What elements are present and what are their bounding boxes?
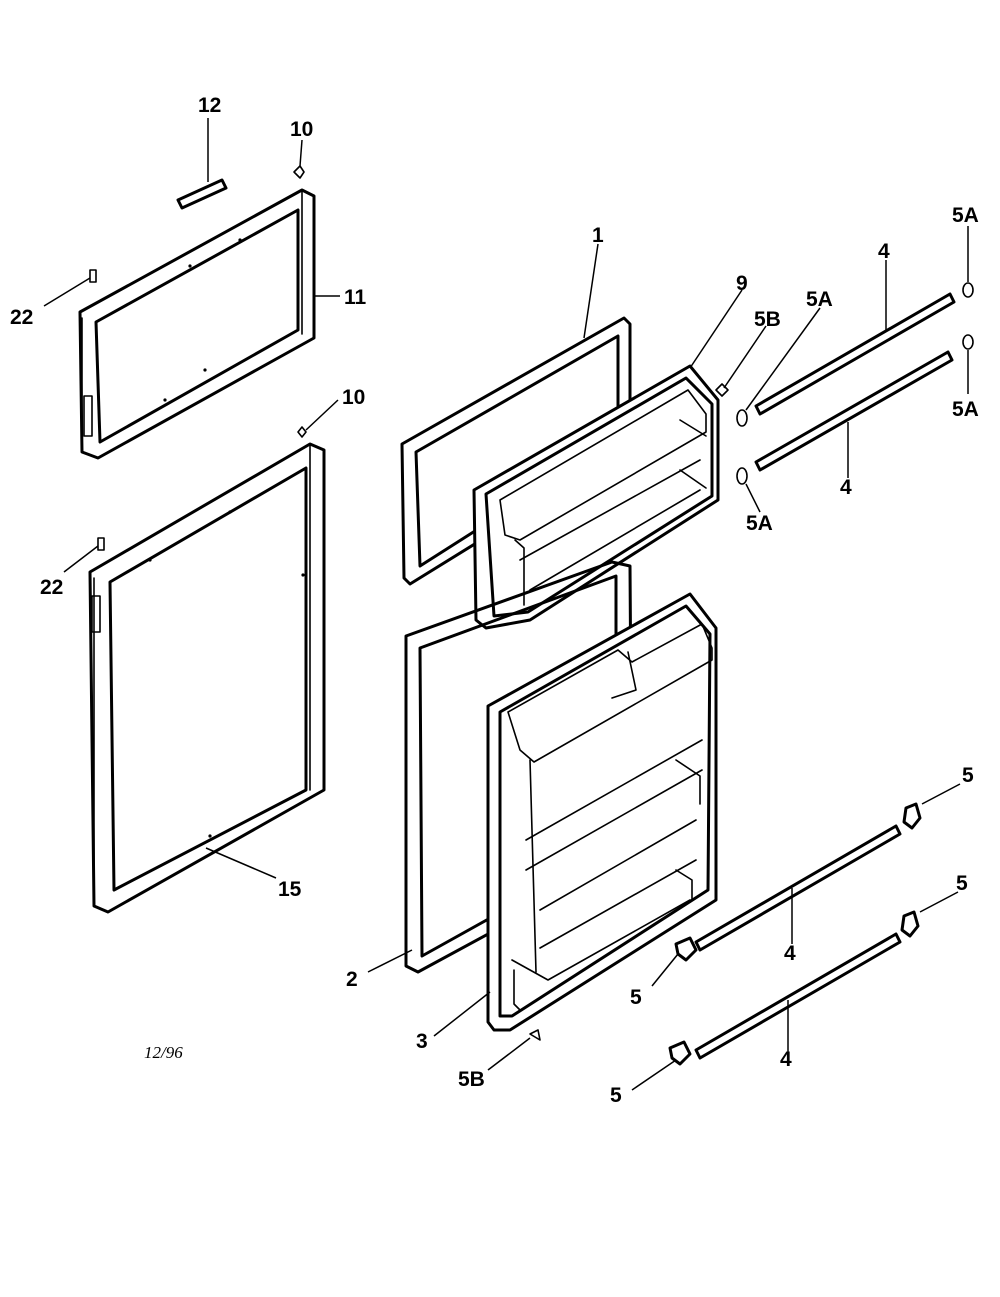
label-5-a: 5 [962, 764, 974, 787]
label-9: 9 [736, 272, 748, 295]
label-22-mid: 22 [40, 576, 63, 599]
label-5a-d: 5A [746, 512, 773, 535]
label-5a-a: 5A [806, 288, 833, 311]
part-11-freezer-frame [78, 188, 316, 460]
part-5a-caps-upper [736, 282, 974, 485]
label-10-mid: 10 [342, 386, 365, 409]
part-10-screw-top [293, 165, 305, 179]
label-3: 3 [416, 1030, 428, 1053]
label-2: 2 [346, 968, 358, 991]
label-5-c: 5 [630, 986, 642, 1009]
part-15-fresh-food-frame [88, 442, 326, 914]
part-3-fresh-food-inner-door [486, 592, 718, 1032]
label-5a-c: 5A [952, 398, 979, 421]
label-1: 1 [592, 224, 604, 247]
part-5b-clip-bottom [529, 1029, 541, 1041]
label-5a-b: 5A [952, 204, 979, 227]
part-4-bar-low1 [694, 824, 902, 952]
part-12-strip [176, 178, 228, 210]
part-4-bar-top [754, 292, 956, 416]
label-11: 11 [344, 286, 367, 309]
part-5-caps-lower [668, 802, 922, 1066]
label-4-top: 4 [878, 240, 890, 263]
part-labels: 12 10 11 22 10 22 15 1 9 5B 5A 4 5A 5A 4… [10, 94, 979, 1107]
label-4-mid: 4 [840, 476, 852, 499]
part-10-screw-mid [297, 426, 307, 438]
label-4-low2: 4 [780, 1048, 792, 1071]
label-10-top: 10 [290, 118, 313, 141]
label-5b-bottom: 5B [458, 1068, 485, 1091]
part-22-screw-mid [97, 537, 105, 551]
leader-lines [43, 118, 969, 1091]
label-5-b: 5 [956, 872, 968, 895]
label-15: 15 [278, 878, 302, 901]
label-12: 12 [198, 94, 221, 117]
part-4-bar-mid [754, 350, 954, 472]
label-4-low1: 4 [784, 942, 796, 965]
date-note: 12/96 [144, 1043, 183, 1062]
label-5-d: 5 [610, 1084, 622, 1107]
part-22-screw-top [89, 269, 97, 283]
part-9-freezer-inner-door [472, 364, 720, 630]
part-4-bar-low2 [694, 932, 902, 1060]
label-22-top: 22 [10, 306, 33, 329]
part-5b-clip-top [715, 383, 729, 397]
label-5b-top: 5B [754, 308, 781, 331]
